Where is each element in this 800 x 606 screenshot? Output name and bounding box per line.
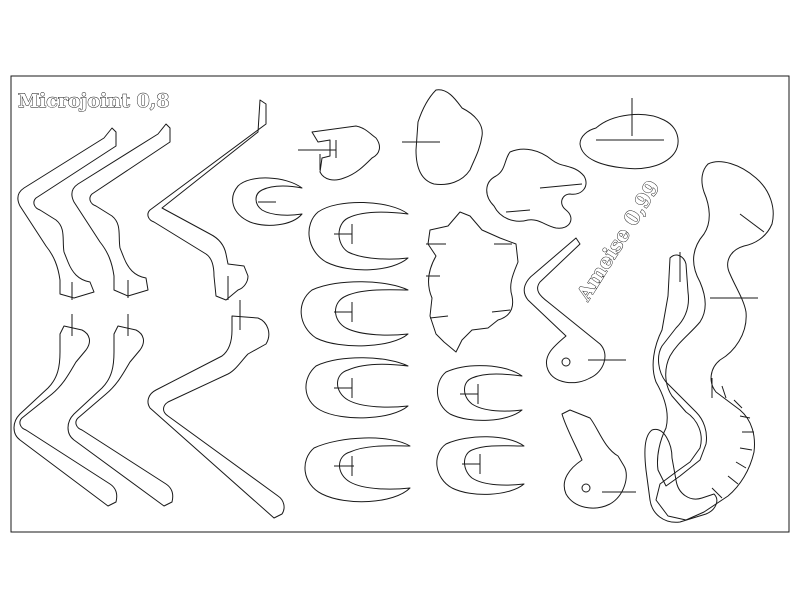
jaw-piece xyxy=(561,409,636,509)
crescent-6 xyxy=(436,436,525,495)
leg-piece-lower-3 xyxy=(147,300,285,519)
leg-piece-upper-2 xyxy=(71,123,171,298)
crescent-1 xyxy=(308,202,409,271)
leg-piece-upper-3 xyxy=(147,99,267,301)
leg-piece-upper-1 xyxy=(17,127,117,300)
thorax-piece xyxy=(426,211,519,353)
abdomen-piece xyxy=(644,161,774,523)
mandible-piece xyxy=(298,125,380,181)
head-piece xyxy=(402,89,483,185)
small-crescent xyxy=(232,177,303,226)
crescent-2 xyxy=(300,281,409,347)
ameise-label: Ameise 0,99 xyxy=(571,176,664,305)
antenna-piece xyxy=(486,148,587,229)
eye-piece xyxy=(579,98,679,170)
sheet-border xyxy=(10,75,790,533)
crescent-3 xyxy=(305,357,409,419)
crescent-4 xyxy=(304,437,411,503)
leg-piece-lower-1 xyxy=(13,314,118,507)
microjoint-label: Microjoint 0,8 xyxy=(18,90,170,112)
neck-piece xyxy=(523,237,626,384)
crescent-5 xyxy=(437,365,523,421)
leg-piece-lower-2 xyxy=(67,314,174,507)
